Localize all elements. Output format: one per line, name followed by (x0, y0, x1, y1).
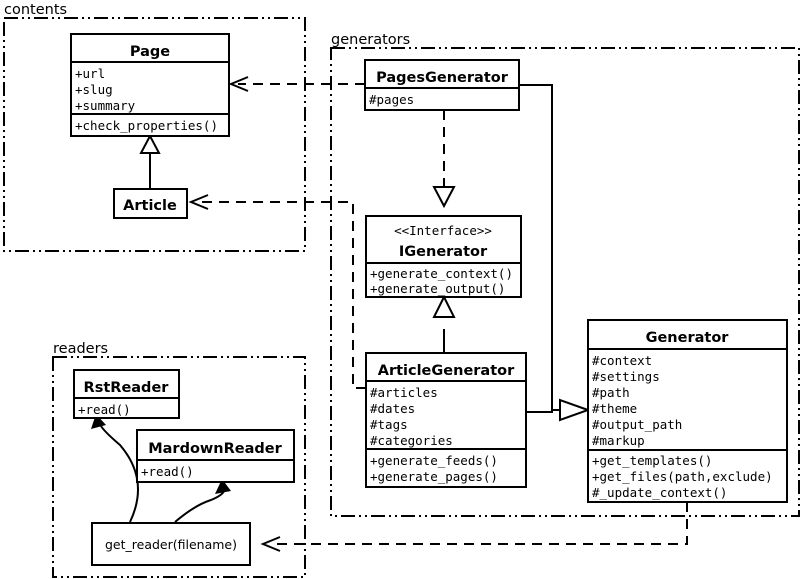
class-attribute: #articles (370, 385, 438, 400)
class-attribute: #context (592, 353, 652, 368)
class-box-rstreader[interactable]: RstReader +read() (73, 369, 180, 419)
class-box-page[interactable]: Page +url +slug +summary +check_properti… (70, 33, 230, 137)
class-method: +check_properties() (75, 118, 218, 133)
class-method: +read() (78, 402, 131, 417)
class-attribute: #output_path (592, 417, 682, 432)
class-name-rstreader: RstReader (84, 380, 170, 396)
package-border-readers (52, 356, 306, 578)
function-box-get-reader[interactable]: get_reader(filename) (91, 522, 251, 566)
package-label-readers: readers (53, 341, 108, 357)
class-name-article: Article (123, 198, 177, 214)
class-method: +generate_output() (370, 281, 505, 296)
class-box-articlegenerator[interactable]: ArticleGenerator #articles #dates #tags … (365, 352, 527, 488)
relation-articlegenerator-depends-article (188, 194, 366, 389)
relation-getreader-returns-rstreader (91, 414, 139, 523)
class-box-mardownreader[interactable]: MardownReader +read() (136, 429, 295, 483)
package-label-generators: generators (331, 32, 410, 48)
class-box-generator[interactable]: Generator #context #settings #path #them… (587, 319, 788, 503)
relation-article-generalizes-page (139, 133, 161, 190)
class-box-article[interactable]: Article (113, 188, 188, 219)
class-name-generator: Generator (646, 330, 730, 346)
class-attribute: #dates (370, 401, 415, 416)
class-method: +generate_context() (370, 266, 513, 281)
class-attribute: #path (592, 385, 630, 400)
package-label-contents: contents (4, 2, 67, 18)
class-method: +generate_feeds() (370, 453, 498, 468)
function-label-get-reader: get_reader(filename) (105, 537, 237, 552)
class-attribute: +url (75, 66, 105, 81)
class-name-page: Page (130, 44, 170, 60)
class-attribute: #theme (592, 401, 637, 416)
class-name-articlegenerator: ArticleGenerator (378, 363, 515, 379)
relation-generator-depends-getreader (260, 502, 688, 552)
class-method: +read() (141, 464, 194, 479)
relation-getreader-returns-mardownreader (174, 479, 231, 523)
class-name-igenerator: IGenerator (399, 244, 488, 260)
class-method: +generate_pages() (370, 469, 498, 484)
relation-pagesgenerator-realizes-igenerator (432, 110, 456, 209)
class-attribute: #tags (370, 417, 408, 432)
class-method: +get_files(path,exclude) (592, 469, 773, 484)
relation-articlegenerator-generalizes-igenerator (432, 294, 456, 355)
class-attribute: +slug (75, 82, 113, 97)
class-box-igenerator[interactable]: <<Interface>> IGenerator +generate_conte… (365, 215, 522, 298)
package-border-generators (330, 47, 800, 517)
class-attribute: #pages (369, 92, 414, 107)
relation-pagesgenerator-depends-page (228, 76, 365, 92)
class-method: +get_templates() (592, 453, 712, 468)
class-name-mardownreader: MardownReader (148, 441, 282, 457)
class-attribute: #markup (592, 433, 645, 448)
class-method: #_update_context() (592, 485, 727, 500)
class-attribute: #categories (370, 433, 453, 448)
class-attribute: #settings (592, 369, 660, 384)
relation-pagesgenerator-generalizes-generator (519, 84, 591, 422)
package-border-contents (3, 17, 306, 252)
class-stereotype-igenerator: <<Interface>> (394, 223, 492, 238)
class-box-pagesgenerator[interactable]: PagesGenerator #pages (364, 59, 520, 111)
relation-articlegenerator-generalizes-generator (526, 410, 553, 413)
class-attribute: +summary (75, 98, 136, 113)
class-name-pagesgenerator: PagesGenerator (376, 70, 509, 86)
